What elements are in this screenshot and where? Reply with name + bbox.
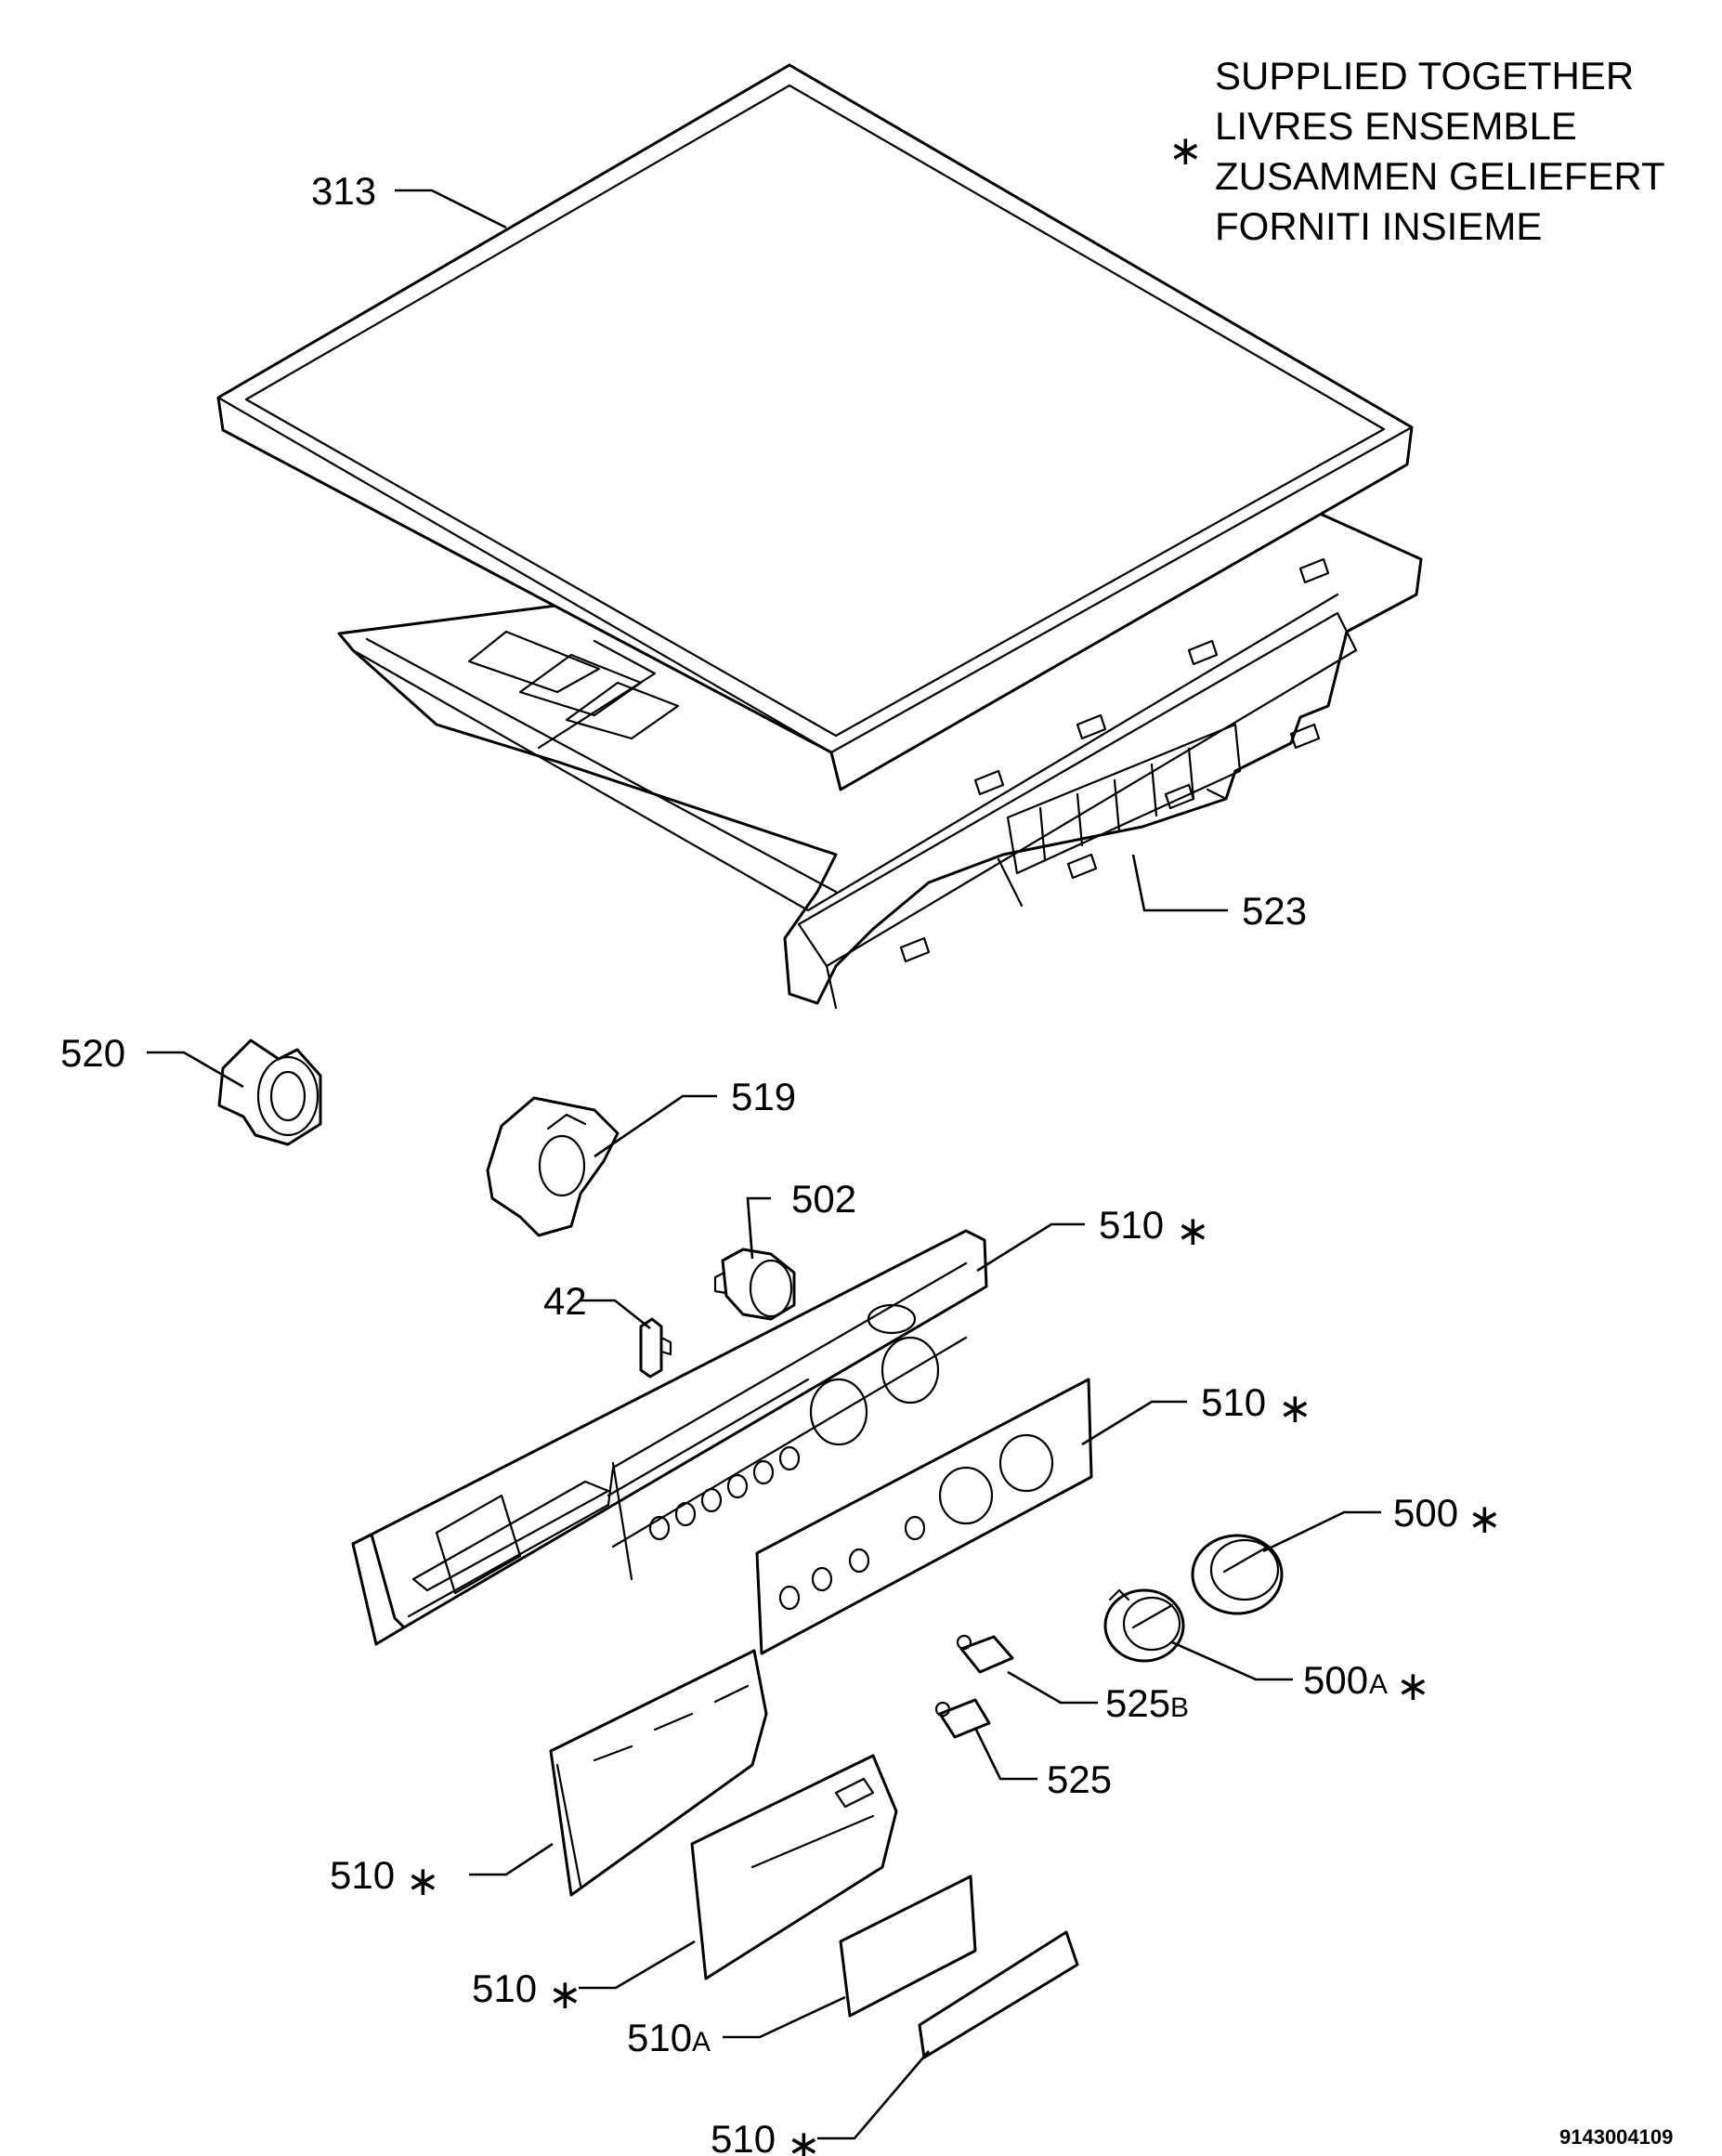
part-510-cover [918,1930,1079,2059]
part-500-knob [1191,1534,1284,1615]
part-520-knob-insert [217,1039,322,1146]
label-525: 525 [1047,1757,1112,1801]
label-510-cover: 510 [711,2117,776,2156]
part-510-decor-strip [755,1378,1093,1655]
label-510-fascia: 510 [1099,1203,1164,1247]
note-line-fr: LIVRES ENSEMBLE [1215,104,1577,148]
part-519-bracket [486,1096,620,1237]
part-labels: 313 523 520 519 502 42 510 ∗ 510 ∗ 500 ∗… [60,169,1502,2156]
label-510-fascia-asterisk: ∗ [1176,1208,1210,1255]
note-line-de: ZUSAMMEN GELIEFERT [1215,154,1665,198]
label-42: 42 [543,1279,587,1323]
note-asterisk: ∗ [1168,127,1203,175]
label-510-strip-asterisk: ∗ [1278,1385,1312,1432]
label-525b-suffix: B [1170,1692,1189,1723]
label-525b: 525 [1105,1681,1170,1725]
diagram-code: 9143004109 [1559,2125,1673,2149]
label-500: 500 [1393,1491,1458,1535]
label-510-dispenser-asterisk: ∗ [406,1858,440,1905]
label-313: 313 [311,169,376,213]
part-42-small-clip [639,1317,672,1379]
part-525b-lamp [956,1634,1014,1674]
label-502: 502 [791,1177,856,1221]
part-510a-window [839,1875,977,2018]
leader-lines [147,189,1381,2140]
part-502-switch-body [713,1248,796,1321]
label-510-handle-asterisk: ∗ [548,1971,582,2019]
part-510-dispenser-front [549,1649,768,1897]
label-510-cover-asterisk: ∗ [787,2122,821,2156]
part-500a-knob [1103,1588,1185,1663]
label-510a: 510 [627,2016,692,2059]
supplied-together-note: ∗ SUPPLIED TOGETHER LIVRES ENSEMBLE ZUSA… [1168,54,1665,248]
label-520: 520 [60,1031,125,1075]
note-line-en: SUPPLIED TOGETHER [1215,54,1634,98]
label-519: 519 [731,1075,796,1118]
part-510-handle [690,1754,898,1980]
part-313-lid [216,63,1414,791]
label-510a-suffix: A [692,2027,711,2058]
label-510-strip: 510 [1201,1380,1266,1424]
label-510-handle: 510 [472,1967,537,2010]
note-line-it: FORNITI INSIEME [1215,204,1542,248]
frame-vent-grid [1006,723,1242,875]
part-510-fascia-panel [351,1229,988,1646]
label-500a-asterisk: ∗ [1396,1663,1430,1710]
label-523: 523 [1242,889,1307,933]
label-510-dispenser: 510 [330,1853,395,1897]
part-525-lamp [934,1698,991,1739]
label-500-asterisk: ∗ [1468,1496,1502,1543]
label-500a-suffix: A [1369,1669,1388,1700]
label-500a: 500 [1303,1658,1368,1702]
